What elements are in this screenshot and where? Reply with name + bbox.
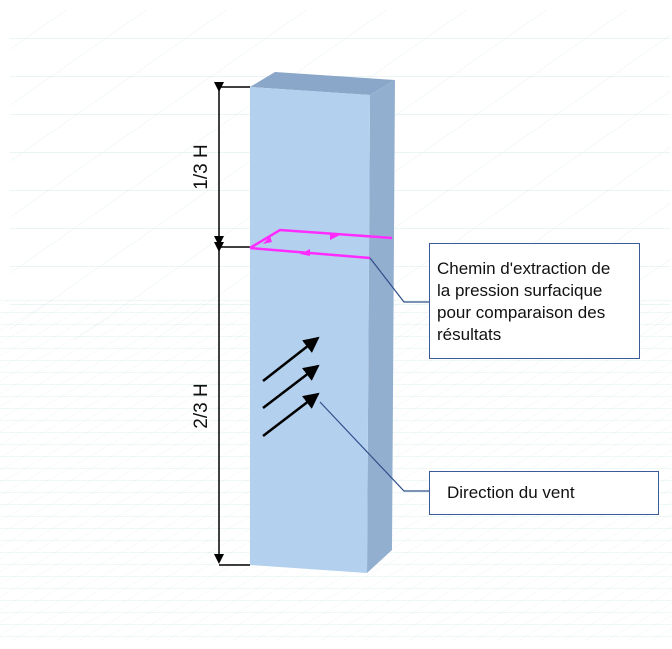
extraction-path-callout: Chemin d'extraction de la pression surfa…: [429, 243, 640, 359]
callout-line: résultats: [437, 325, 502, 344]
wind-direction-callout: Direction du vent: [429, 471, 659, 515]
building-top-face: [250, 72, 395, 95]
wind-leader-line: [319, 401, 430, 492]
callout-line: pour comparaison des: [437, 303, 606, 322]
extraction-path: [249, 228, 393, 260]
wind-arrow-icon: [262, 336, 320, 382]
wind-arrow-icon: [262, 392, 320, 437]
wind-arrow-icon: [262, 364, 320, 409]
dimension-label-lower: 2/3 H: [191, 383, 212, 429]
callout-text: Direction du vent: [447, 483, 575, 502]
callout-line: Chemin d'extraction de: [437, 259, 611, 278]
wind-arrows: [262, 336, 320, 437]
building-side-face: [367, 80, 395, 573]
dimension-label-upper: 1/3 H: [191, 144, 212, 190]
leader-lines: [319, 257, 430, 492]
building-front-face: [250, 87, 370, 573]
callout-line: la pression surfacique: [437, 281, 603, 300]
building: [250, 72, 395, 573]
extraction-leader-line: [369, 257, 430, 303]
dimension-lines: [214, 82, 250, 566]
